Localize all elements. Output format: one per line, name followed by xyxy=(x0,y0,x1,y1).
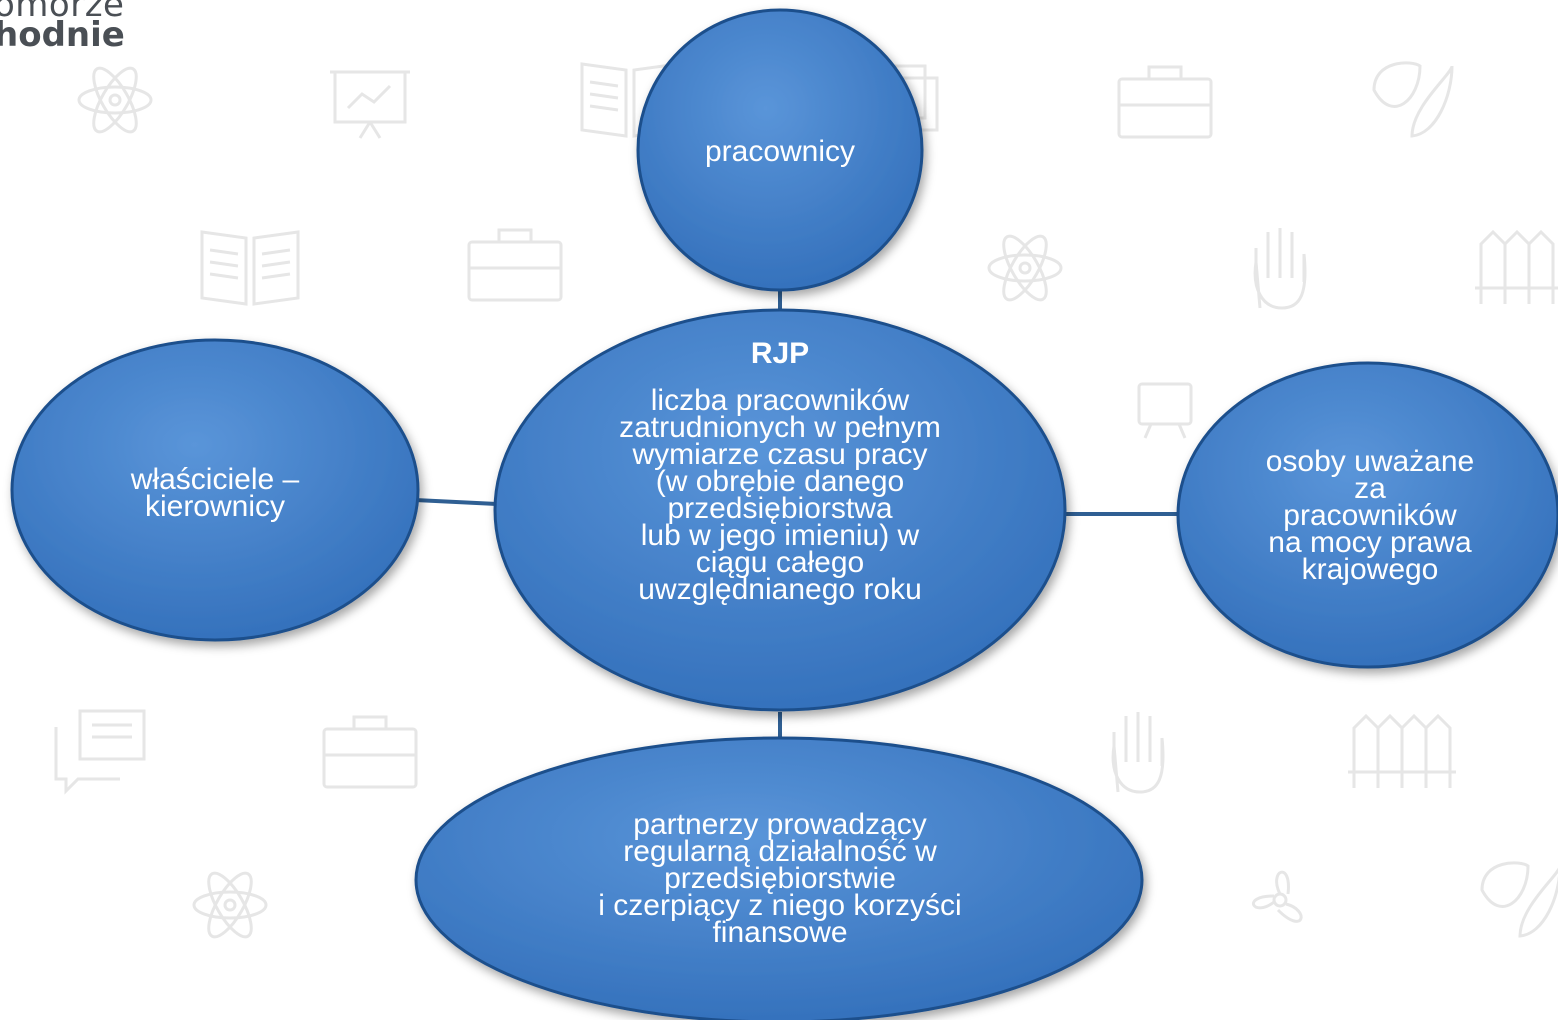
node-center-line: uwzględnianego roku xyxy=(638,573,922,606)
atom-icon xyxy=(192,871,268,939)
presentation-icon xyxy=(330,70,410,139)
hand-icon xyxy=(1111,712,1165,794)
briefcase-icon xyxy=(1117,65,1213,139)
node-bottom-line: i czerpiący z niego korzyści xyxy=(598,888,962,922)
node-right-line: osoby uważane xyxy=(1265,444,1475,478)
node-right-line: krajowego xyxy=(1301,552,1439,586)
briefcase-icon xyxy=(467,228,563,302)
node-bottom-line: finansowe xyxy=(712,915,848,949)
node-top-label: pracownicy xyxy=(704,134,856,168)
tv-icon xyxy=(1137,382,1193,439)
hand-icon xyxy=(1253,228,1307,310)
node-bottom-line: przedsiębiorstwie xyxy=(664,861,896,895)
node-left-line: właściciele – xyxy=(130,463,300,496)
fence-icon xyxy=(1348,713,1456,788)
windmill-icon xyxy=(1252,870,1303,923)
logo-line-1: omorze xyxy=(0,0,125,25)
logo-line-2: hodnie xyxy=(0,15,125,55)
node-left-ellipse xyxy=(10,338,420,642)
node-center-line: zatrudnionych w pełnym xyxy=(619,411,941,444)
briefcase-icon xyxy=(322,715,418,789)
node-center-ellipse xyxy=(493,308,1067,712)
node-center-line: lub w jego imieniu) w xyxy=(640,519,920,552)
leaf-icon xyxy=(1372,61,1454,138)
book-icon xyxy=(200,230,300,306)
fence-icon xyxy=(1475,229,1558,304)
connector-left xyxy=(414,498,498,506)
node-bottom: partnerzy prowadzący regularną działalno… xyxy=(480,783,1080,973)
node-right-line: za xyxy=(1354,471,1386,505)
node-center-line: ciągu całego xyxy=(695,546,865,579)
node-center: RJP liczba pracowników zatrudnionych w p… xyxy=(520,337,1040,680)
atom-icon xyxy=(987,234,1063,302)
node-right: osoby uważane za pracowników na mocy pra… xyxy=(1210,420,1530,610)
node-right-line: pracowników xyxy=(1283,498,1457,532)
node-top-circle xyxy=(636,8,924,292)
node-center-line: przedsiębiorstwa xyxy=(667,492,893,525)
atom-icon xyxy=(77,66,153,134)
chat-icon xyxy=(54,709,146,795)
node-center-title: RJP xyxy=(750,337,810,370)
node-center-line: liczba pracowników xyxy=(650,384,910,417)
node-center-line: wymiarze czasu pracy xyxy=(632,438,928,471)
node-bottom-line: partnerzy prowadzący xyxy=(633,807,927,841)
node-bottom-ellipse xyxy=(414,736,1144,1020)
node-left: właściciele – kierownicy xyxy=(40,458,390,528)
node-left-line: kierownicy xyxy=(144,490,286,523)
node-right-line: na mocy prawa xyxy=(1268,525,1472,559)
node-top: pracownicy xyxy=(640,120,920,182)
leaf-icon xyxy=(1480,861,1558,938)
node-center-line: (w obrębie danego xyxy=(655,465,905,498)
node-right-ellipse xyxy=(1176,361,1558,669)
node-bottom-line: regularną działalność w xyxy=(623,834,937,868)
logo: omorze hodnie xyxy=(0,0,125,52)
